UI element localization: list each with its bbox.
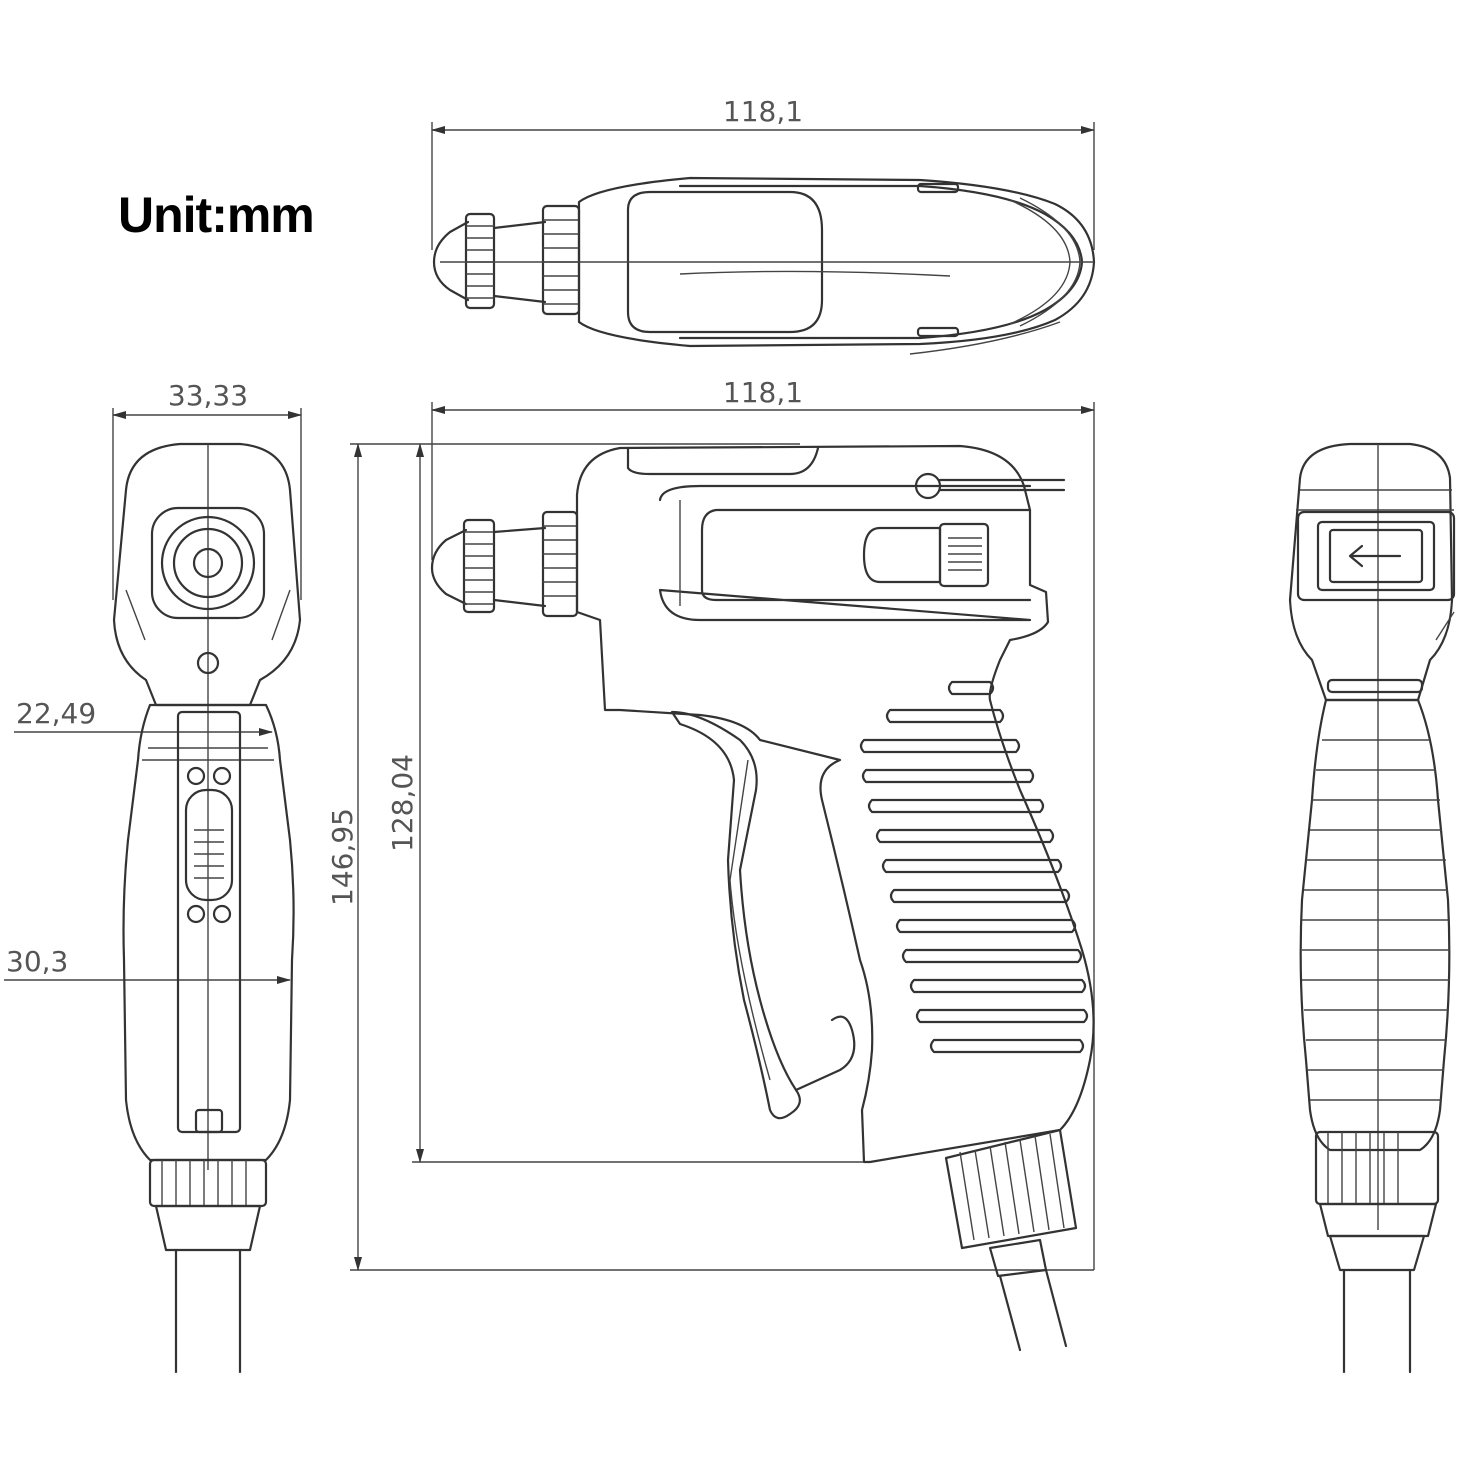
rear-view bbox=[1288, 442, 1456, 1374]
switch-grip-front bbox=[194, 829, 224, 879]
dim-text-top-length: 118,1 bbox=[723, 95, 803, 128]
dimension-overall-height: 146,95 bbox=[326, 443, 1094, 1271]
dimension-body-height: 128,04 bbox=[386, 443, 870, 1163]
cap-knurl-rear bbox=[1327, 1132, 1399, 1204]
grip-ridges-side bbox=[859, 680, 1089, 1054]
nut-knurl-top bbox=[543, 219, 579, 305]
dim-text-front-lower: 30,3 bbox=[6, 945, 68, 978]
grip-ridges-rear bbox=[1302, 739, 1450, 1101]
dimension-front-lower: 30,3 bbox=[4, 945, 291, 984]
dimension-front-width: 33,33 bbox=[112, 379, 302, 600]
direction-arrow-icon bbox=[1348, 544, 1402, 568]
cap-knurl-front bbox=[161, 1160, 247, 1206]
switch-grip-side bbox=[948, 537, 982, 571]
side-view bbox=[430, 444, 1095, 1352]
unit-label: Unit:mm bbox=[118, 187, 315, 243]
dim-text-front-upper: 22,49 bbox=[16, 697, 96, 730]
top-view bbox=[432, 176, 1096, 355]
dim-text-side-length: 118,1 bbox=[723, 376, 803, 409]
dim-text-front-width: 33,33 bbox=[168, 379, 248, 412]
dimension-front-upper: 22,49 bbox=[14, 697, 273, 736]
dim-text-overall-height: 146,95 bbox=[326, 808, 359, 906]
collet-knurl-side bbox=[464, 531, 494, 605]
dimension-top-length: 118,1 bbox=[431, 95, 1095, 250]
front-view bbox=[112, 442, 302, 1374]
nut-knurl-side bbox=[543, 525, 577, 597]
cap-knurl-side bbox=[959, 1133, 1065, 1241]
dimension-side-length: 118,1 bbox=[431, 376, 1095, 1270]
dim-text-body-height: 128,04 bbox=[386, 754, 419, 852]
